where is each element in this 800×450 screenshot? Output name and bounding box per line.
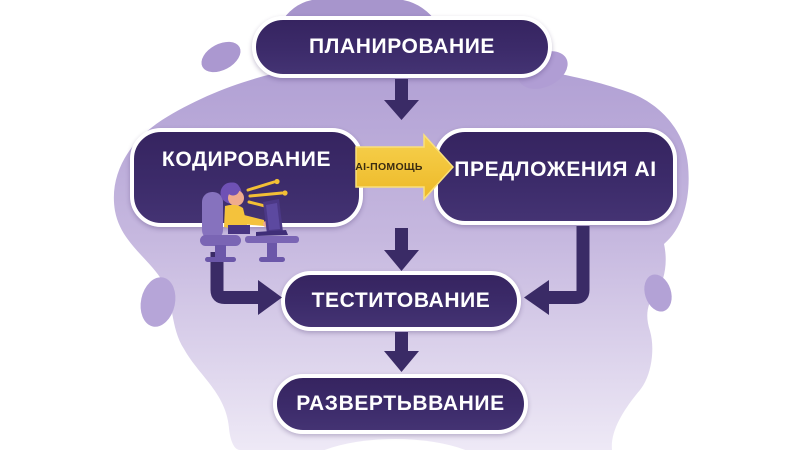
node-testing-label: ТЕСТИТОВАНИЕ [311, 289, 491, 312]
node-ai-suggestions: ПРЕДЛОЖЕНИЯ AI [434, 128, 677, 225]
node-planning-label: ПЛАНИРОВАНИЕ [308, 35, 496, 58]
node-deployment-label: РАЗВЕРТЬВВАНИЕ [296, 392, 505, 415]
blob-droplet-right [644, 274, 672, 312]
node-ai-suggestions-label: ПРЕДЛОЖЕНИЯ AI [454, 157, 657, 181]
background-notch [324, 439, 466, 450]
node-coding-label: КОДИРОВАНИЕ [161, 148, 332, 171]
node-coding: КОДИРОВАНИЕ [130, 128, 363, 227]
node-deployment: РАЗВЕРТЬВВАНИЕ [273, 374, 528, 434]
ai-help-arrow-label: AI-ПОМОЩЬ [355, 161, 423, 173]
blob-droplet-left [140, 277, 176, 327]
node-testing: ТЕСТИТОВАНИЕ [281, 271, 521, 331]
node-planning: ПЛАНИРОВАНИЕ [252, 16, 552, 78]
blob-droplet-top-left [201, 41, 241, 73]
